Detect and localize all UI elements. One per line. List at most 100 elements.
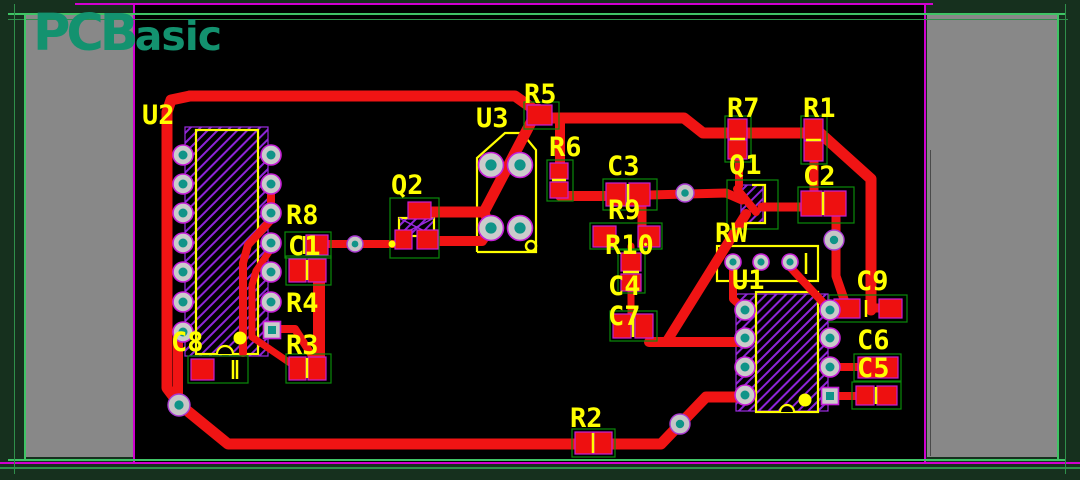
- pad-hole: [266, 150, 276, 160]
- smd-pad[interactable]: [549, 162, 569, 180]
- component-courtyard[interactable]: [726, 179, 779, 230]
- component-label-C7[interactable]: C7: [608, 301, 641, 332]
- smd-pad[interactable]: [876, 385, 898, 406]
- component-label-C8[interactable]: C8: [171, 327, 204, 358]
- smd-pad[interactable]: [803, 140, 824, 162]
- component-courtyard[interactable]: [546, 159, 574, 202]
- component-courtyard[interactable]: [284, 231, 332, 259]
- component-label-R8[interactable]: R8: [286, 200, 319, 231]
- frame-line-right-2: [1065, 4, 1066, 474]
- smd-pad[interactable]: [800, 190, 823, 217]
- component-label-R10[interactable]: R10: [605, 230, 654, 261]
- smd-pad[interactable]: [592, 225, 617, 248]
- copper-trace[interactable]: [831, 208, 852, 313]
- pad-hole: [757, 258, 765, 266]
- component-courtyard[interactable]: [800, 115, 828, 165]
- smd-pad[interactable]: [305, 234, 329, 256]
- component-label-R3[interactable]: R3: [286, 330, 319, 361]
- component-label-C1[interactable]: C1: [288, 231, 321, 262]
- smd-pad[interactable]: [878, 298, 903, 319]
- smd-pad[interactable]: [857, 356, 899, 379]
- component-courtyard[interactable]: [389, 197, 440, 259]
- smd-pad[interactable]: [394, 229, 413, 250]
- component-courtyard[interactable]: [797, 186, 855, 224]
- pad-hole: [178, 327, 188, 337]
- component-courtyard[interactable]: [285, 353, 332, 384]
- component-courtyard[interactable]: [609, 310, 658, 342]
- component-label-Q1[interactable]: Q1: [729, 150, 762, 181]
- component-label-C2[interactable]: C2: [803, 161, 836, 192]
- component-label-R1[interactable]: R1: [803, 93, 836, 124]
- component-label-R9[interactable]: R9: [608, 195, 641, 226]
- frame-line-top: [8, 13, 1066, 15]
- component-label-C6[interactable]: C6: [857, 325, 890, 356]
- smd-pad[interactable]: [549, 181, 569, 199]
- component-label-R7[interactable]: R7: [727, 93, 760, 124]
- smd-pad[interactable]: [823, 190, 847, 217]
- component-courtyard[interactable]: [589, 222, 663, 250]
- via-hole: [829, 235, 839, 245]
- pad-hole: [266, 208, 276, 218]
- smd-pad[interactable]: [526, 104, 553, 126]
- pad-hole: [178, 208, 188, 218]
- smd-pad[interactable]: [288, 258, 307, 283]
- component-label-U3[interactable]: U3: [476, 103, 509, 134]
- smd-pad[interactable]: [637, 225, 661, 248]
- pad-hole: [178, 238, 188, 248]
- smd-pad[interactable]: [407, 201, 432, 220]
- smd-pad[interactable]: [190, 358, 215, 381]
- pad-hole: [178, 179, 188, 189]
- copper-trace[interactable]: [248, 245, 297, 369]
- smd-pad[interactable]: [612, 313, 632, 339]
- component-courtyard[interactable]: [285, 255, 332, 286]
- smd-pad[interactable]: [605, 182, 627, 207]
- package-notch: [215, 344, 235, 355]
- copper-trace[interactable]: [644, 188, 747, 205]
- smd-pad[interactable]: [416, 229, 439, 250]
- copper-trace[interactable]: [786, 263, 833, 313]
- component-label-R4[interactable]: R4: [286, 288, 319, 319]
- smd-pad[interactable]: [593, 431, 613, 455]
- smd-pad[interactable]: [574, 431, 594, 455]
- component-courtyard[interactable]: [571, 428, 616, 458]
- component-label-Q2[interactable]: Q2: [391, 170, 424, 201]
- copper-trace[interactable]: [662, 209, 751, 346]
- copper-trace[interactable]: [733, 185, 760, 216]
- pin1-dot: [388, 240, 396, 248]
- component-label-U2[interactable]: U2: [142, 100, 175, 131]
- component-courtyard[interactable]: [617, 249, 646, 294]
- smd-pad[interactable]: [634, 313, 654, 339]
- pad-hole: [740, 333, 750, 343]
- copper-trace[interactable]: [239, 216, 275, 357]
- smd-pad[interactable]: [855, 385, 875, 406]
- pad-hole: [786, 258, 794, 266]
- component-label-R6[interactable]: R6: [549, 132, 582, 163]
- component-courtyard[interactable]: [851, 381, 902, 410]
- component-courtyard[interactable]: [602, 178, 658, 211]
- component-label-R2[interactable]: R2: [570, 403, 603, 434]
- pad-hole: [266, 238, 276, 248]
- component-courtyard[interactable]: [187, 355, 249, 384]
- component-label-C9[interactable]: C9: [856, 266, 889, 297]
- component-courtyard[interactable]: [523, 101, 560, 130]
- copper-trace[interactable]: [161, 90, 584, 450]
- pin1-dot: [798, 393, 812, 407]
- copper-trace[interactable]: [544, 112, 877, 316]
- package-notch: [778, 403, 796, 413]
- component-courtyard[interactable]: [853, 353, 902, 382]
- smd-pad[interactable]: [307, 258, 327, 283]
- board-edge-right: [924, 5, 926, 463]
- component-label-RW[interactable]: RW: [715, 218, 748, 249]
- component-label-U1[interactable]: U1: [732, 265, 765, 296]
- frame-line-left-2: [14, 4, 15, 474]
- frame-line-top-2: [8, 19, 1068, 20]
- smd-pad[interactable]: [620, 273, 642, 292]
- component-label-R5[interactable]: R5: [524, 79, 557, 110]
- component-label-C3[interactable]: C3: [607, 151, 640, 182]
- component-courtyard[interactable]: [724, 115, 752, 163]
- component-label-C5[interactable]: C5: [857, 353, 890, 384]
- component-label-C4[interactable]: C4: [608, 271, 641, 302]
- copper-trace[interactable]: [274, 325, 315, 358]
